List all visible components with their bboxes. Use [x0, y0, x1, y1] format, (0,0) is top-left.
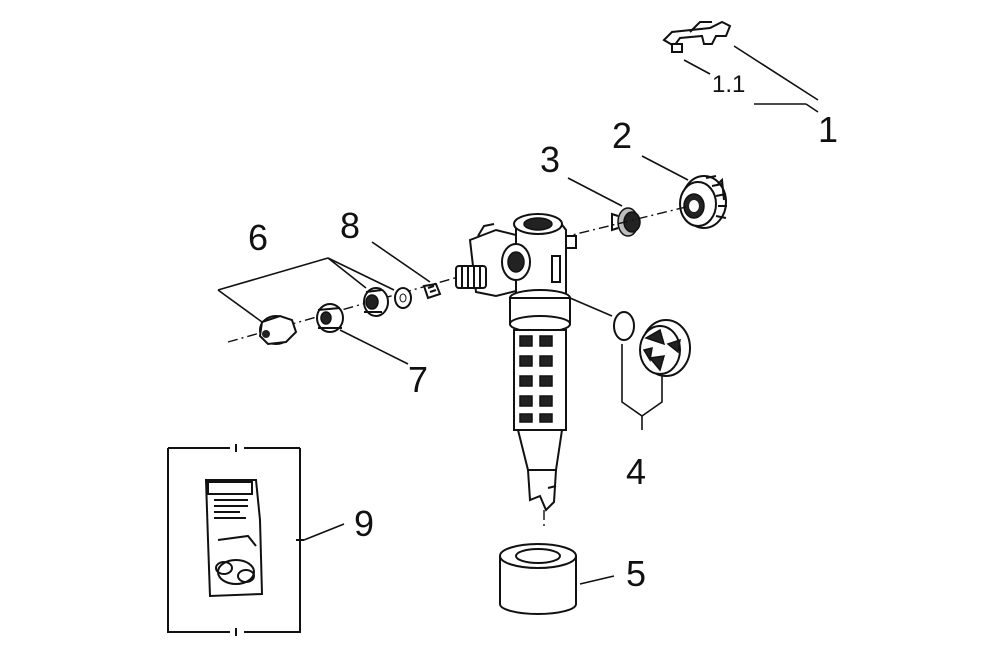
leader-9 — [303, 523, 345, 541]
leader-3 — [567, 177, 623, 207]
callout-8: 8 — [340, 205, 360, 246]
leader-4 — [569, 297, 663, 430]
callout-5: 5 — [626, 553, 646, 594]
part-5-weight-cylinder — [499, 543, 577, 615]
part-4-float-and-oring — [613, 311, 691, 377]
leader-6 — [217, 257, 395, 323]
part-6-washers — [258, 287, 412, 346]
assembly-axes — [227, 205, 691, 530]
leader-1 — [683, 45, 819, 113]
callout-9: 9 — [354, 503, 374, 544]
part-1-clip — [662, 20, 732, 53]
part-8-stem — [422, 282, 442, 300]
callout-2: 2 — [612, 115, 632, 156]
callout-1: 1 — [818, 109, 838, 150]
callout-4: 4 — [626, 451, 646, 492]
callout-3: 3 — [540, 139, 560, 180]
part-9-spare-kit-frame — [167, 444, 304, 636]
leader-2 — [641, 155, 689, 181]
part-7-nut — [316, 303, 344, 333]
leader-8 — [371, 241, 431, 283]
part-2-threaded-nut — [679, 175, 727, 229]
callout-1-1: 1.1 — [712, 71, 745, 98]
main-valve-body — [455, 213, 577, 512]
leader-5 — [579, 575, 615, 585]
callout-6: 6 — [248, 217, 268, 258]
callout-7: 7 — [408, 359, 428, 400]
leader-7 — [339, 329, 409, 365]
